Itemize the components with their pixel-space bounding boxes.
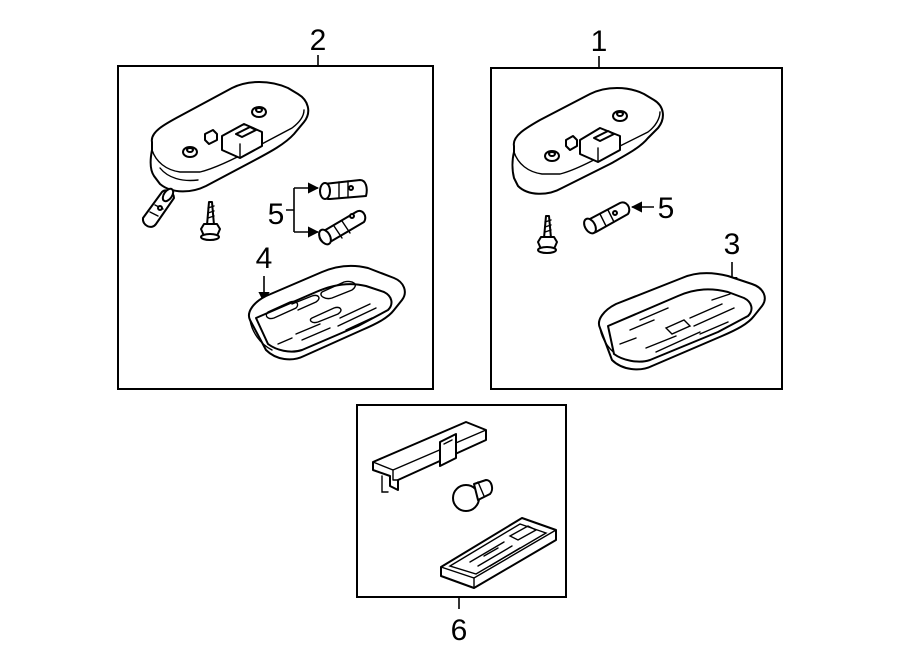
- bulb-left-loose[interactable]: [141, 187, 175, 228]
- assembly-2-frame: [117, 65, 434, 390]
- assembly-1-group: 1 5 3: [490, 25, 783, 390]
- callout-1: 1: [591, 25, 608, 58]
- screw-right[interactable]: [537, 215, 558, 254]
- callout-5-left-bracket: [286, 182, 320, 238]
- callout-5-left: 5: [268, 198, 285, 231]
- callout-4: 4: [256, 242, 273, 275]
- screw-left[interactable]: [200, 201, 221, 241]
- dome-lamp-housing-left[interactable]: [149, 81, 310, 193]
- bulb-left-lower[interactable]: [317, 210, 367, 247]
- assembly-1-frame: [490, 67, 783, 390]
- map-lamp-6-group: 6: [356, 404, 567, 647]
- bulb-left-upper[interactable]: [319, 179, 368, 200]
- map-lamp-6-frame: [356, 404, 567, 598]
- lens-3-right[interactable]: [598, 272, 766, 371]
- assembly-2-group: 2: [117, 24, 434, 390]
- map-lamp-bulb[interactable]: [452, 479, 494, 512]
- callout-5-right: 5: [658, 192, 675, 225]
- lens-4-left[interactable]: [248, 264, 406, 361]
- callout-3: 3: [724, 228, 741, 261]
- dome-lamp-housing-right[interactable]: [511, 87, 664, 195]
- map-lamp-lens[interactable]: [440, 517, 557, 589]
- callout-2: 2: [310, 24, 327, 57]
- callout-6: 6: [451, 614, 468, 647]
- bulb-right[interactable]: [582, 201, 631, 235]
- map-lamp-housing[interactable]: [372, 421, 487, 493]
